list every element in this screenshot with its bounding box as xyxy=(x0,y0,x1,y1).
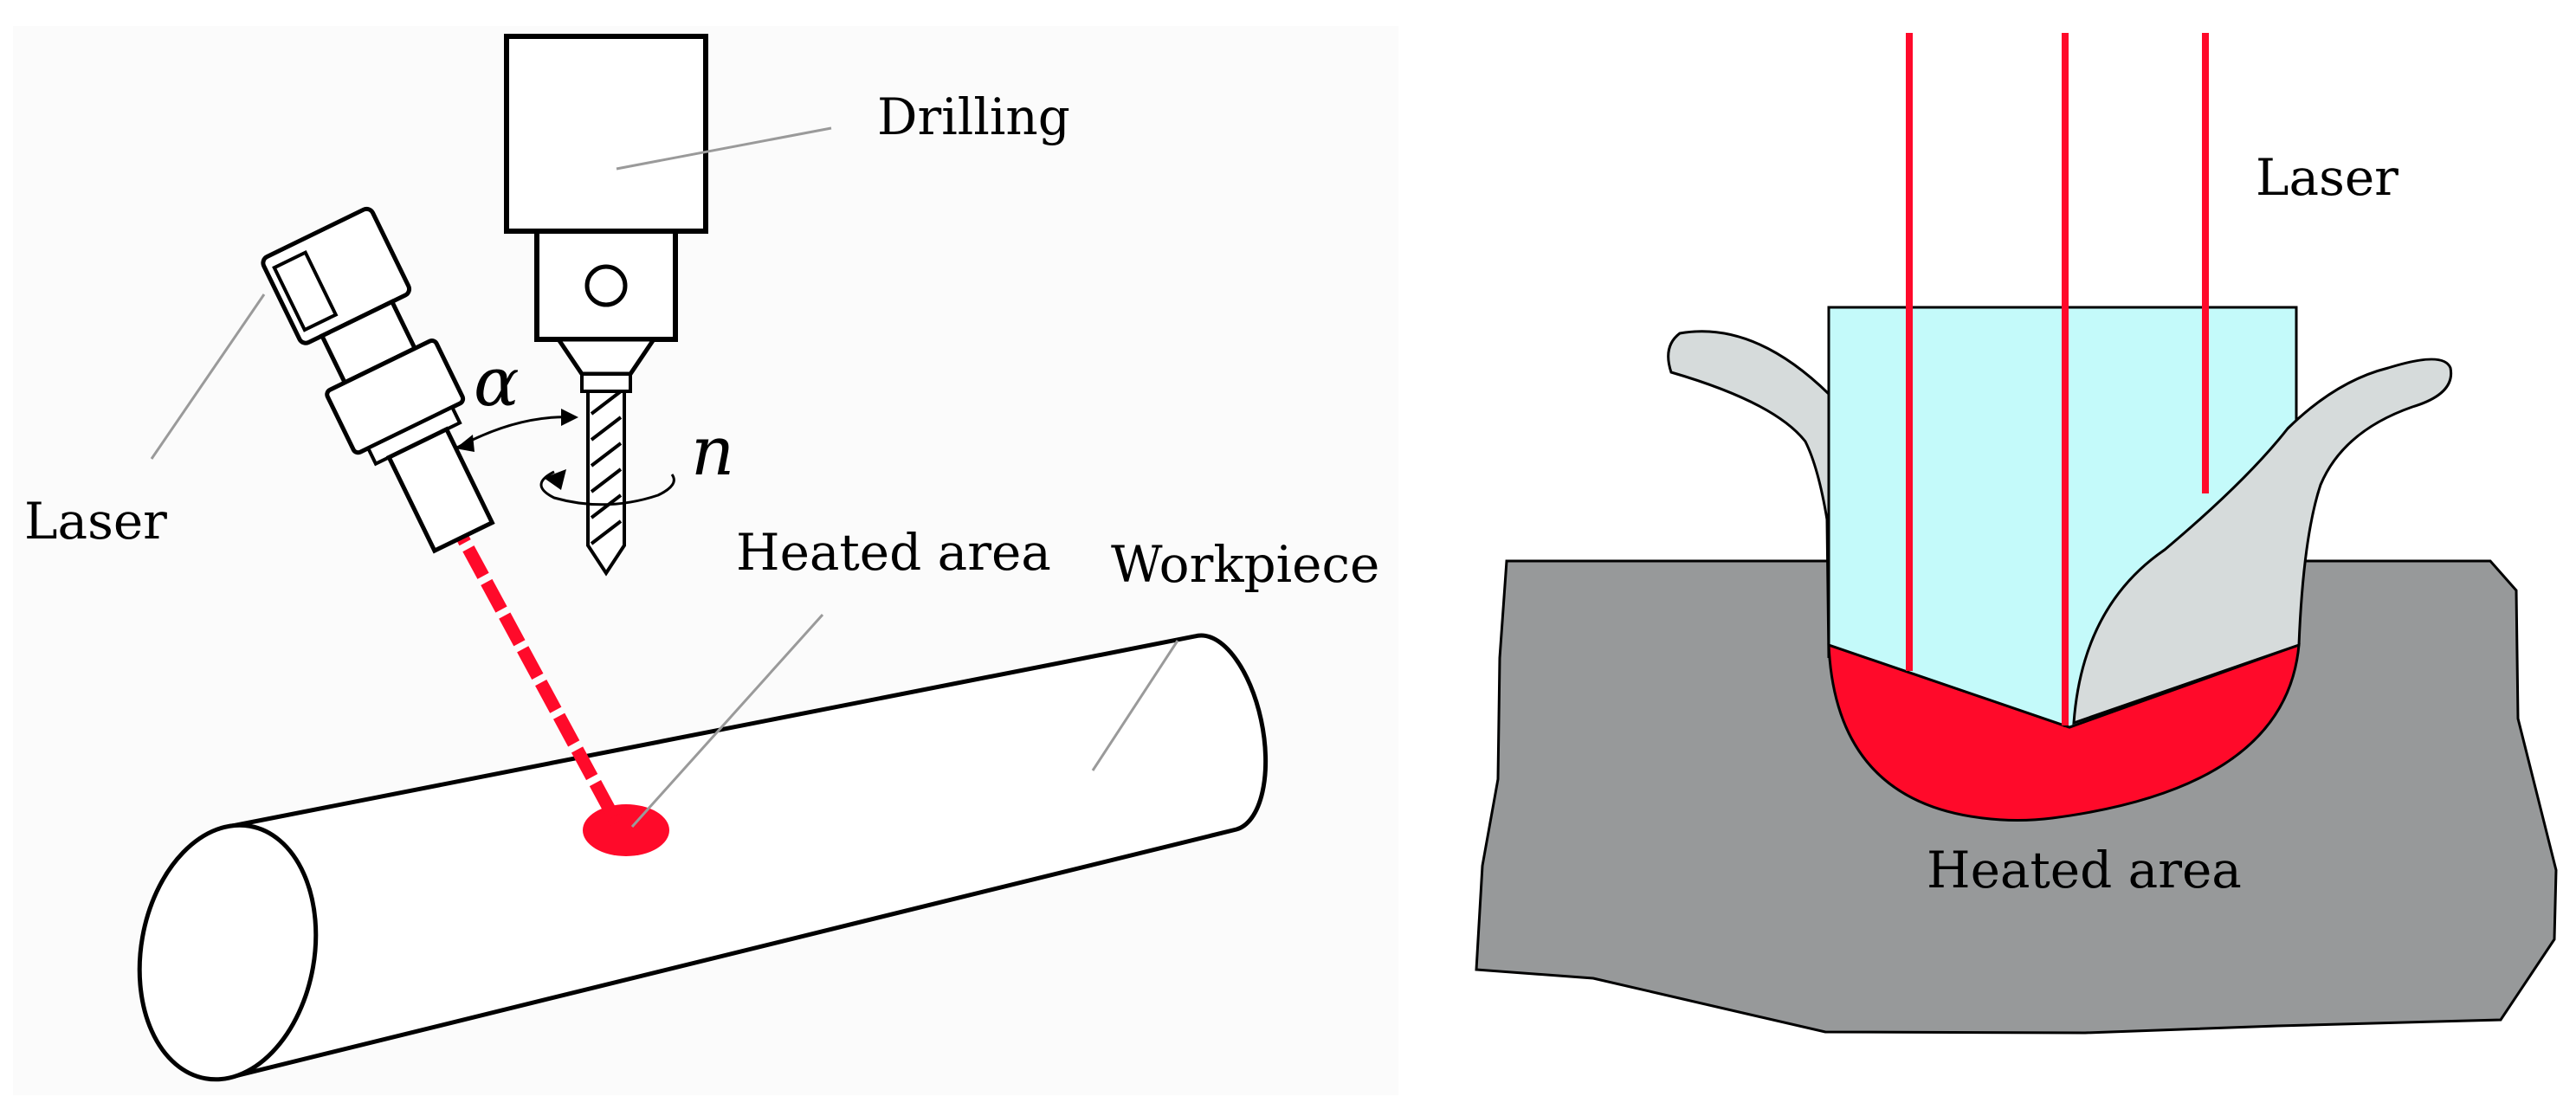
laser-head-nozzle xyxy=(385,426,495,554)
left-diagram: Drilling Laser Heated area Workpiece α n xyxy=(13,26,1398,1095)
laser-beam xyxy=(444,512,623,826)
heated-area-leader-line xyxy=(630,613,824,829)
workpiece-label: Workpiece xyxy=(1111,535,1379,594)
left-chip xyxy=(1667,330,1830,659)
drilling-label: Drilling xyxy=(877,87,1070,146)
rotation-arc xyxy=(539,470,675,506)
laser-leader-line xyxy=(150,293,266,460)
alpha-arrowhead-right xyxy=(561,409,578,426)
spindle-motor-block xyxy=(504,34,708,234)
collet-nut xyxy=(580,372,632,393)
workpiece-end-face xyxy=(137,822,319,1082)
heated-spot xyxy=(583,804,669,856)
workpiece-body xyxy=(225,633,1269,1081)
drilling-spindle xyxy=(504,34,708,393)
alpha-arrowhead-left xyxy=(455,435,475,452)
alpha-symbol: α xyxy=(474,344,520,422)
drill-bit xyxy=(586,390,626,577)
rotation-symbol: n xyxy=(691,413,734,491)
heated-area-label-left: Heated area xyxy=(736,523,1051,582)
workpiece-leader-line xyxy=(1091,640,1179,771)
workpiece-cylinder xyxy=(137,633,1269,1082)
rotation-arrowhead xyxy=(544,469,566,490)
drilling-leader-line xyxy=(616,126,832,171)
spindle-screw-icon xyxy=(584,264,628,307)
right-chip xyxy=(2072,358,2453,725)
heated-area-label-right: Heated area xyxy=(1927,841,2242,899)
laser-label-right: Laser xyxy=(2256,148,2398,207)
right-diagram: Laser Heated area xyxy=(1475,33,2558,1035)
heated-zone xyxy=(1827,642,2301,822)
laser-head-side-cap xyxy=(272,249,339,332)
laser-label-left: Laser xyxy=(24,492,167,551)
laser-head xyxy=(261,206,495,554)
